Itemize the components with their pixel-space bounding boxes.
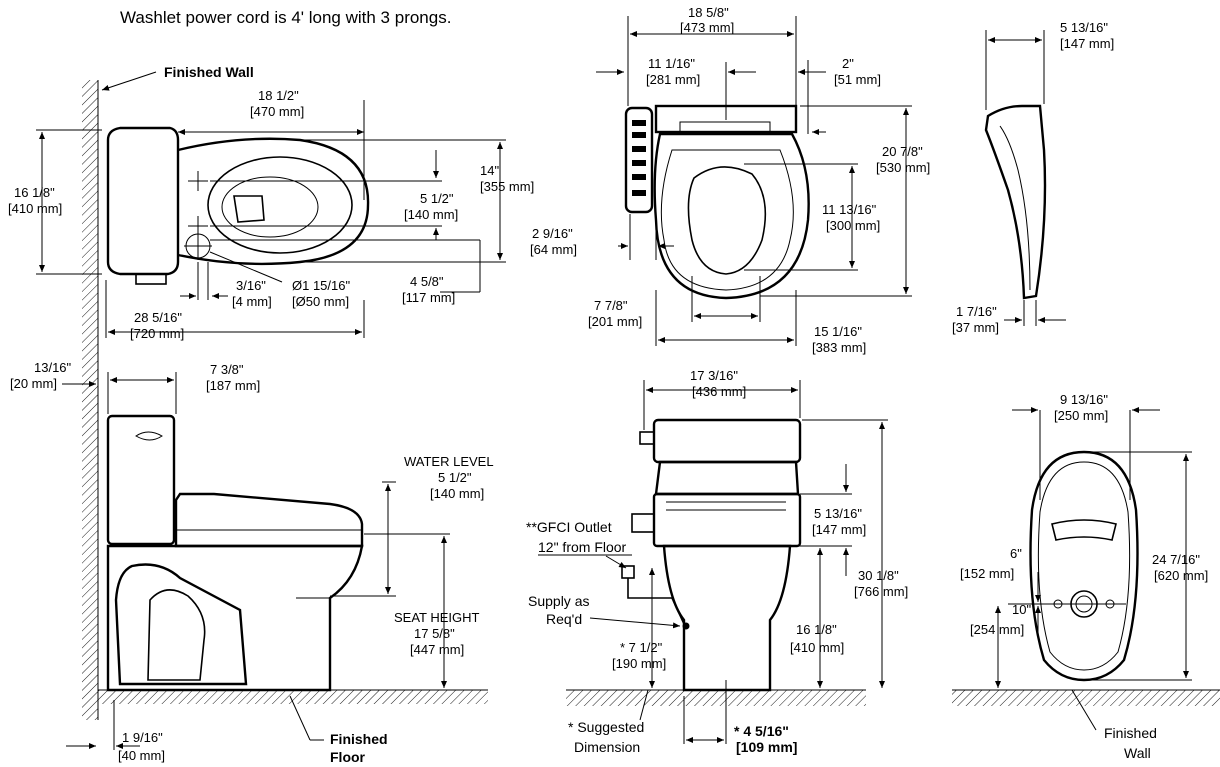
dimension-label: 12" from Floor	[538, 539, 627, 555]
seat-top-view: 18 5/8" [473 mm] 11 1/16" [281 mm] 2" [5…	[530, 5, 930, 355]
dimension-label: 5 13/16"	[1060, 20, 1108, 35]
dimension-label: 11 13/16"	[822, 202, 877, 217]
dimension-label: SEAT HEIGHT	[394, 610, 480, 625]
dimension-label: Ø1 15/16"	[292, 278, 350, 293]
dimension-label: 24 7/16"	[1152, 552, 1200, 567]
dimension-label: 13/16"	[34, 360, 72, 375]
dimension-label: 5 13/16"	[814, 506, 862, 521]
dimension-label: 14"	[480, 163, 499, 178]
dimension-label: **GFCI Outlet	[526, 519, 612, 535]
dimension-label: 2"	[842, 56, 854, 71]
dimension-label: [140 mm]	[404, 207, 458, 222]
dimension-label: 17 5/8"	[414, 626, 455, 641]
seat-side-view: 5 13/16" [147 mm] 1 7/16" [37 mm]	[952, 20, 1114, 335]
dimension-label: [447 mm]	[410, 642, 464, 657]
dimension-label: [281 mm]	[646, 72, 700, 87]
dimension-label: [64 mm]	[530, 242, 577, 257]
dimension-label: Dimension	[574, 739, 640, 755]
dimension-label: [37 mm]	[952, 320, 999, 335]
dimension-label: [620 mm]	[1154, 568, 1208, 583]
dimension-label: [436 mm]	[692, 384, 746, 399]
dimension-label: 2 9/16"	[532, 226, 573, 241]
dimension-label: 10"	[1012, 602, 1031, 617]
dimension-label: Wall	[1124, 745, 1151, 761]
dimension-label: * 7 1/2"	[620, 640, 663, 655]
dimension-label: 18 1/2"	[258, 88, 299, 103]
dimension-label: Req'd	[546, 611, 582, 627]
dimension-label: 5 1/2"	[420, 191, 454, 206]
toilet-base-view: 9 13/16" [250 mm] 24 7/16" [620 mm] 6" […	[952, 392, 1220, 761]
dimension-label: WATER LEVEL	[404, 454, 494, 469]
dimension-label: Floor	[330, 749, 366, 765]
dimension-label: 18 5/8"	[688, 5, 729, 20]
dimension-label: [473 mm]	[680, 20, 734, 35]
dimension-label: [147 mm]	[812, 522, 866, 537]
dimension-label: 15 1/16"	[814, 324, 862, 339]
dimension-label: [254 mm]	[970, 622, 1024, 637]
dimension-label: Finished	[1104, 725, 1157, 741]
dimension-label: 7 3/8"	[210, 362, 244, 377]
finished-wall-label: Finished Wall	[164, 64, 254, 80]
dimension-label: [250 mm]	[1054, 408, 1108, 423]
dimension-label: [530 mm]	[876, 160, 930, 175]
toilet-front-view: **GFCI Outlet 12" from Floor Supply as R…	[526, 368, 908, 755]
dimension-label: [720 mm]	[130, 326, 184, 341]
dimension-label: [201 mm]	[588, 314, 642, 329]
dimension-label: [470 mm]	[250, 104, 304, 119]
dimension-label: 3/16"	[236, 278, 266, 293]
dimension-label: [300 mm]	[826, 218, 880, 233]
dimension-label: [109 mm]	[736, 739, 797, 755]
finished-wall-hatch	[82, 80, 99, 720]
dimension-label: [152 mm]	[960, 566, 1014, 581]
dimension-label: 6"	[1010, 546, 1022, 561]
dimension-label: [190 mm]	[612, 656, 666, 671]
dimension-label: [4 mm]	[232, 294, 272, 309]
dimension-label: 4 5/8"	[410, 274, 444, 289]
dimension-label: [40 mm]	[118, 748, 165, 763]
dimension-label: 28 5/16"	[134, 310, 182, 325]
dimension-label: [20 mm]	[10, 376, 57, 391]
dimension-label: 5 1/2"	[438, 470, 472, 485]
dimension-label: [Ø50 mm]	[292, 294, 349, 309]
dimension-label: Supply as	[528, 593, 589, 609]
dimension-label: [51 mm]	[834, 72, 881, 87]
dimension-label: 17 3/16"	[690, 368, 738, 383]
dimension-label: 7 7/8"	[594, 298, 628, 313]
dimension-label: * 4 5/16"	[734, 723, 789, 739]
dimension-label: 20 7/8"	[882, 144, 923, 159]
toilet-side-view: 13/16" [20 mm] 7 3/8" [187 mm] WATER LEV…	[10, 360, 494, 765]
dimension-label: 30 1/8"	[858, 568, 899, 583]
dimension-label: [355 mm]	[480, 179, 534, 194]
power-cord-note: Washlet power cord is 4' long with 3 pro…	[120, 8, 452, 27]
dimension-label: 11 1/16"	[648, 56, 695, 71]
dimension-label: [766 mm]	[854, 584, 908, 599]
dimension-label: [383 mm]	[812, 340, 866, 355]
dimension-label: Finished	[330, 731, 388, 747]
dimension-label: 16 1/8"	[796, 622, 837, 637]
dimension-label: [187 mm]	[206, 378, 260, 393]
dimension-label: [147 mm]	[1060, 36, 1114, 51]
toilet-top-view: Finished Wall 18 1/2" [470 mm] 16 1/8" […	[8, 64, 534, 341]
dimension-label: 1 7/16"	[956, 304, 997, 319]
dimension-label: [140 mm]	[430, 486, 484, 501]
dimension-label: 1 9/16"	[122, 730, 163, 745]
dimension-label: 16 1/8"	[14, 185, 55, 200]
dimension-label: * Suggested	[568, 719, 644, 735]
dimension-label: [410 mm]	[8, 201, 62, 216]
dimension-label: [117 mm]	[402, 290, 455, 305]
dimension-label: [410 mm]	[790, 640, 844, 655]
dimension-label: 9 13/16"	[1060, 392, 1108, 407]
